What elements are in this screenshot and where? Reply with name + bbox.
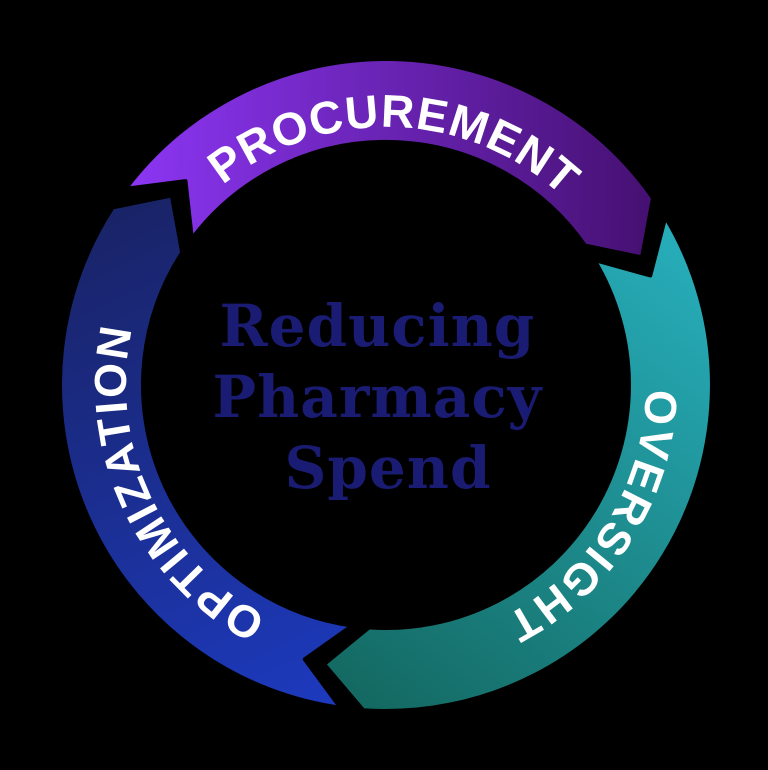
segment-oversight-arrow [322,215,714,713]
center-title: Reducing Pharmacy Spend [212,292,563,502]
segment-procurement-arrow [123,56,655,260]
center-title-line-2: Pharmacy [212,363,543,431]
center-title-line-3: Spend [284,434,491,502]
center-title-line-1: Reducing [219,292,535,360]
segment-optimization-arrow [58,193,355,710]
